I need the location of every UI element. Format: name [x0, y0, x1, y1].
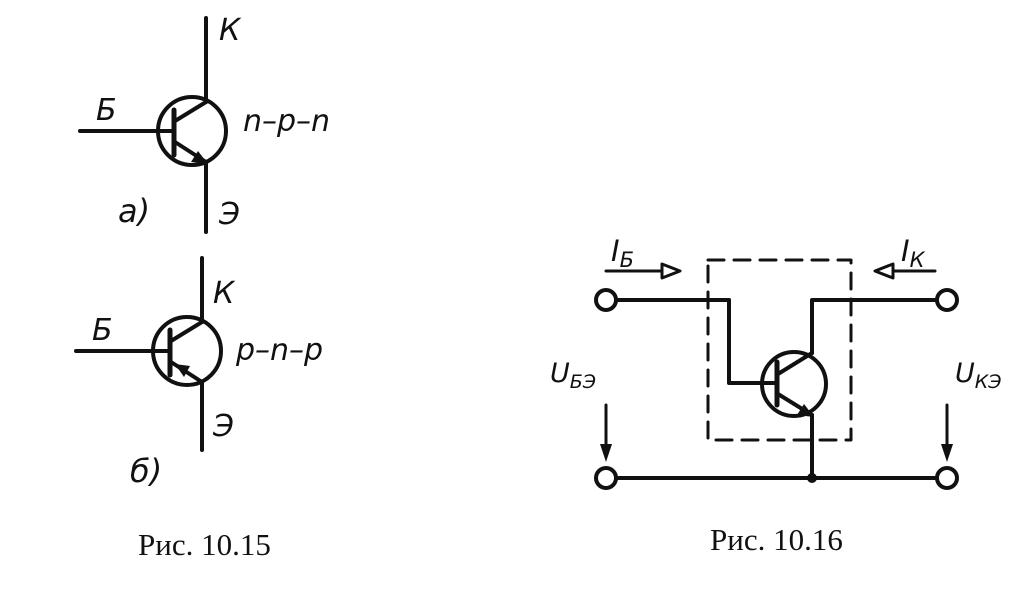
- pnp-emitter-arrow: [175, 364, 190, 377]
- base-current-label: IБ: [611, 234, 634, 272]
- base-current-arrow-head: [660, 262, 682, 280]
- voltage-ce-sub: КЭ: [975, 371, 1002, 393]
- transistor-npn-symbol: [78, 16, 228, 234]
- npn-collector-label: К: [219, 13, 242, 48]
- collector-current-arrow-head: [873, 262, 895, 280]
- collector-current-label: IК: [901, 234, 926, 272]
- caption-fig-10-16: Рис. 10.16: [710, 522, 843, 557]
- transistor-collector-diag: [776, 351, 814, 376]
- pnp-letter-label: б): [130, 452, 162, 490]
- transistor-emitter-arrow: [797, 404, 814, 417]
- npn-letter-label: а): [118, 192, 150, 230]
- voltage-ce-main: U: [955, 358, 975, 389]
- voltage-be-label: UБЭ: [550, 358, 596, 393]
- pnp-collector-diag: [169, 320, 204, 343]
- npn-emitter-label: Э: [218, 197, 240, 232]
- voltage-ce-label: UКЭ: [955, 358, 1002, 393]
- base-wire: [727, 298, 779, 385]
- pnp-collector-label: К: [213, 276, 236, 311]
- base-current-main: I: [611, 234, 620, 268]
- voltage-ce-arrow-head: [941, 444, 953, 462]
- collector-wire: [810, 298, 939, 355]
- collector-current-sub: К: [910, 248, 926, 272]
- voltage-be-arrow-head: [600, 444, 612, 462]
- npn-base-label: Б: [96, 93, 117, 128]
- transistor-pnp-symbol: [74, 256, 223, 452]
- terminal-output-top: [935, 288, 959, 312]
- base-current-sub: Б: [620, 248, 634, 272]
- terminal-output-bottom: [935, 466, 959, 490]
- npn-emitter-arrow: [191, 151, 208, 164]
- circuit-transistor-circle: [760, 350, 828, 418]
- transistor-enclosure-dashed: [706, 258, 853, 442]
- npn-collector-diag: [173, 100, 208, 123]
- pnp-base-label: Б: [92, 313, 113, 348]
- npn-type-label: n–p–n: [243, 104, 330, 139]
- voltage-be-main: U: [550, 358, 570, 389]
- pnp-type-label: p–n–p: [235, 333, 323, 368]
- voltage-be-sub: БЭ: [570, 371, 596, 393]
- caption-fig-10-15: Рис. 10.15: [138, 527, 271, 562]
- terminal-input-top: [594, 288, 618, 312]
- pnp-emitter-label: Э: [212, 409, 234, 444]
- collector-current-main: I: [901, 234, 910, 268]
- emitter-junction-dot: [807, 473, 817, 483]
- terminal-input-bottom: [594, 466, 618, 490]
